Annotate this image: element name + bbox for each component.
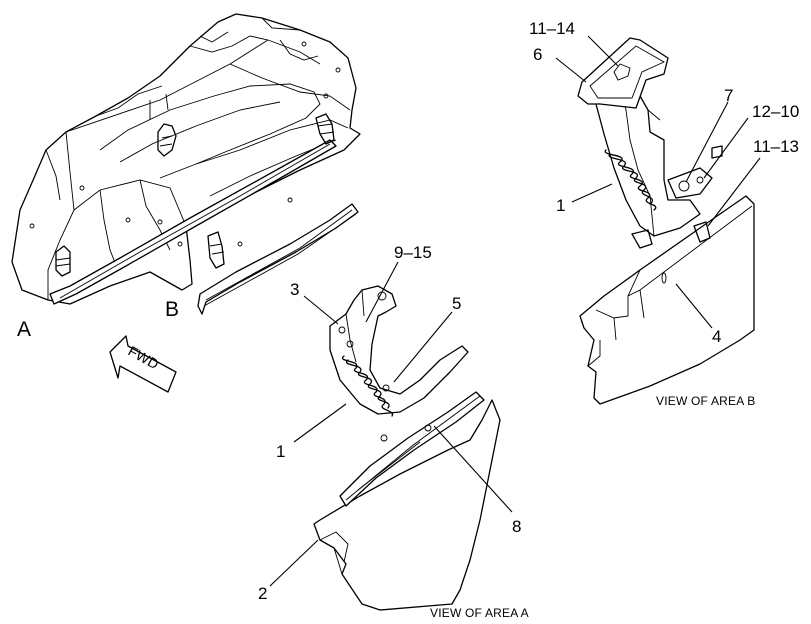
- callout-3: 3: [290, 280, 299, 299]
- callout-1-b: 1: [556, 196, 565, 215]
- caption-view-area-b: VIEW OF AREA B: [656, 394, 756, 408]
- callout-2: 2: [258, 584, 267, 603]
- callout-5: 5: [452, 294, 461, 313]
- view-a-callouts: 3 9–15 5 1 8 2: [258, 243, 521, 603]
- area-a-letter: A: [17, 318, 31, 341]
- callout-6: 6: [533, 45, 542, 64]
- caption-view-area-a: VIEW OF AREA A: [430, 606, 529, 620]
- view-area-a-drawing: [313, 285, 501, 611]
- callout-4: 4: [712, 327, 721, 346]
- callout-8: 8: [512, 517, 521, 536]
- view-area-b-drawing: [577, 37, 755, 405]
- view-a-leader-lines: [269, 261, 513, 587]
- callout-12-10: 12–10: [752, 102, 799, 121]
- spring-b: [604, 149, 657, 211]
- view-b-callouts: 11–14 6 7 12–10 11–13 1 4: [529, 19, 799, 346]
- overview-assembly: [11, 13, 361, 315]
- callout-1-a: 1: [276, 442, 285, 461]
- spring-a: [341, 355, 394, 417]
- area-b-letter: B: [165, 298, 179, 321]
- callout-11-14: 11–14: [529, 19, 575, 38]
- forward-arrow-icon: FWD: [109, 335, 177, 393]
- callout-11-13: 11–13: [753, 137, 799, 156]
- callout-9-15: 9–15: [394, 243, 432, 262]
- view-b-leader-lines: [555, 35, 761, 329]
- callout-7: 7: [724, 86, 733, 105]
